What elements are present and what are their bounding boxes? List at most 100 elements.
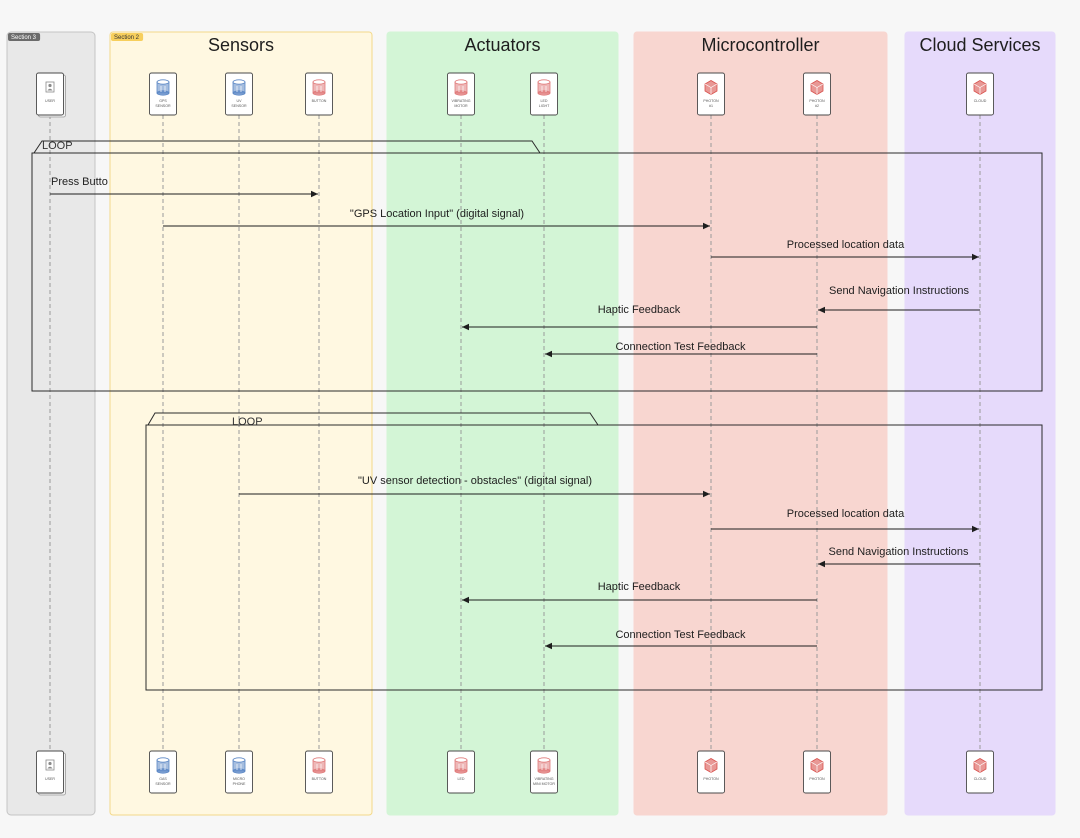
participant-label: CLOUD (974, 99, 987, 103)
participant-cloud-bottom[interactable]: CLOUD (966, 750, 994, 794)
participant-label: VIBRATING (451, 99, 470, 103)
cylinder-icon (156, 757, 170, 774)
participant-card (36, 750, 64, 794)
participant-label: PHOTON (809, 99, 825, 103)
participant-motor-bottom[interactable]: LED (447, 750, 475, 794)
message-arrow[interactable]: Haptic Feedback (462, 304, 817, 331)
message-arrow[interactable]: Press Butto (50, 176, 318, 198)
cylinder-icon (312, 79, 326, 96)
message-arrow[interactable]: Processed location data (711, 239, 979, 261)
message-arrow[interactable]: Send Navigation Instructions (818, 546, 980, 568)
message-label: "GPS Location Input" (digital signal) (350, 208, 524, 220)
participant-label: LED (541, 99, 548, 103)
participant-photon2-top[interactable]: PHOTON#2 (803, 72, 831, 116)
participant-label: LIGHT (539, 104, 550, 108)
participant-photon1-bottom[interactable]: PHOTON (697, 750, 725, 794)
section-microcontroller[interactable]: Microcontroller (633, 31, 888, 816)
message-label: Send Navigation Instructions (828, 546, 969, 558)
message-label: Processed location data (787, 508, 905, 520)
participant-label: MINI MOTOR (533, 782, 555, 786)
cube-icon (810, 758, 824, 773)
message-label: Connection Test Feedback (615, 341, 746, 353)
message-arrow[interactable]: Send Navigation Instructions (818, 285, 980, 314)
message-arrow[interactable]: Processed location data (711, 508, 979, 533)
loop-border (145, 424, 1043, 691)
participant-label: SENSOR (231, 104, 247, 108)
participant-button-top[interactable]: BUTTON (305, 72, 333, 116)
participant-label: GAS (159, 777, 167, 781)
section-section-3[interactable]: Section 3 (6, 31, 96, 816)
participant-label: USER (45, 777, 55, 781)
section-tag-label: Section 3 (11, 35, 37, 41)
section-tag-badge (8, 33, 41, 41)
participant-label: MICRO (233, 777, 245, 781)
section-title: Sensors (208, 35, 274, 55)
cylinder-icon (537, 79, 551, 96)
participant-photon1-top[interactable]: PHOTON#1 (697, 72, 725, 116)
participant-label: GPS (159, 99, 167, 103)
cylinder-icon (232, 757, 246, 774)
participant-label: MOTOR (454, 104, 468, 108)
message-arrow[interactable]: "UV sensor detection - obstacles" (digit… (239, 475, 710, 498)
section-title: Actuators (464, 35, 540, 55)
loop-frame-1[interactable]: LOOP (31, 140, 1043, 392)
loop-frames: LOOP LOOP (31, 140, 1043, 691)
participant-label: PHONE (233, 782, 246, 786)
participant-button-bottom[interactable]: BUTTON (305, 750, 333, 794)
message-arrow[interactable]: Connection Test Feedback (545, 629, 817, 650)
user-icon (45, 759, 55, 771)
message-label: Press Butto (51, 176, 108, 188)
section-title: Microcontroller (701, 35, 819, 55)
cube-icon (704, 80, 718, 95)
cylinder-icon (454, 79, 468, 96)
message-arrow[interactable]: "GPS Location Input" (digital signal) (163, 208, 710, 230)
message-label: Haptic Feedback (598, 581, 681, 593)
participant-label: LED (458, 777, 465, 781)
section-sensors[interactable]: Section 2 Sensors (109, 31, 373, 816)
cube-icon (973, 80, 987, 95)
loop-label: LOOP (232, 416, 263, 428)
participant-label: CLOUD (974, 777, 987, 781)
loop-label: LOOP (42, 140, 73, 152)
message-label: Processed location data (787, 239, 905, 251)
section-tag-badge (111, 33, 144, 41)
loop-tab (147, 412, 599, 426)
loop-tab (33, 140, 541, 154)
section-background (633, 31, 888, 816)
participant-user-top[interactable]: USER (36, 72, 66, 118)
participant-card (36, 72, 64, 116)
user-icon (45, 81, 55, 93)
cube-icon (704, 758, 718, 773)
cylinder-icon (454, 757, 468, 774)
section-background (6, 31, 96, 816)
cylinder-icon (156, 79, 170, 96)
message-label: Haptic Feedback (598, 304, 681, 316)
cylinder-icon (537, 757, 551, 774)
participant-cloud-top[interactable]: CLOUD (966, 72, 994, 116)
participant-label: VIBRATING (534, 777, 553, 781)
loop-frame-2[interactable]: LOOP (145, 412, 1043, 691)
message-label: Send Navigation Instructions (829, 285, 970, 297)
section-background (386, 31, 619, 816)
cube-icon (810, 80, 824, 95)
message-label: Connection Test Feedback (615, 629, 746, 641)
participant-photon2-bottom[interactable]: PHOTON (803, 750, 831, 794)
section-actuators[interactable]: Actuators (386, 31, 619, 816)
cube-icon (973, 758, 987, 773)
messages: Press Butto "GPS Location Input" (digital… (50, 176, 980, 650)
section-tag-label: Section 2 (114, 35, 140, 41)
participant-label: SENSOR (155, 104, 171, 108)
message-arrow[interactable]: Haptic Feedback (462, 581, 817, 604)
participant-user-bottom[interactable]: USER (36, 750, 66, 796)
message-arrow[interactable]: Connection Test Feedback (545, 341, 817, 358)
section-title: Cloud Services (919, 35, 1040, 55)
